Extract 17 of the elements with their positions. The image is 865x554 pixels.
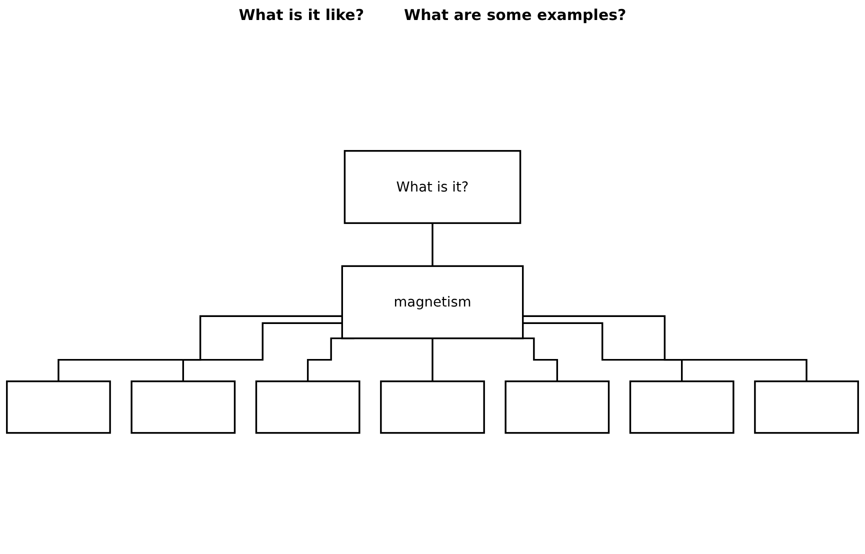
heading-text: What is it like? [238, 6, 364, 24]
node-box [6, 380, 111, 434]
node-box [130, 380, 236, 434]
connector [432, 222, 434, 268]
connector [522, 322, 683, 382]
node-box [380, 380, 485, 434]
node-box [629, 380, 734, 434]
node-box [754, 380, 859, 434]
connector [182, 322, 342, 382]
heading-text: What are some examples? [404, 6, 626, 24]
node-box [504, 380, 610, 434]
connector [522, 315, 808, 382]
connector [58, 315, 342, 382]
connector [432, 338, 434, 382]
node-box [255, 380, 360, 434]
node-box: What is it? [344, 150, 522, 224]
node-box: magnetism [341, 265, 524, 340]
